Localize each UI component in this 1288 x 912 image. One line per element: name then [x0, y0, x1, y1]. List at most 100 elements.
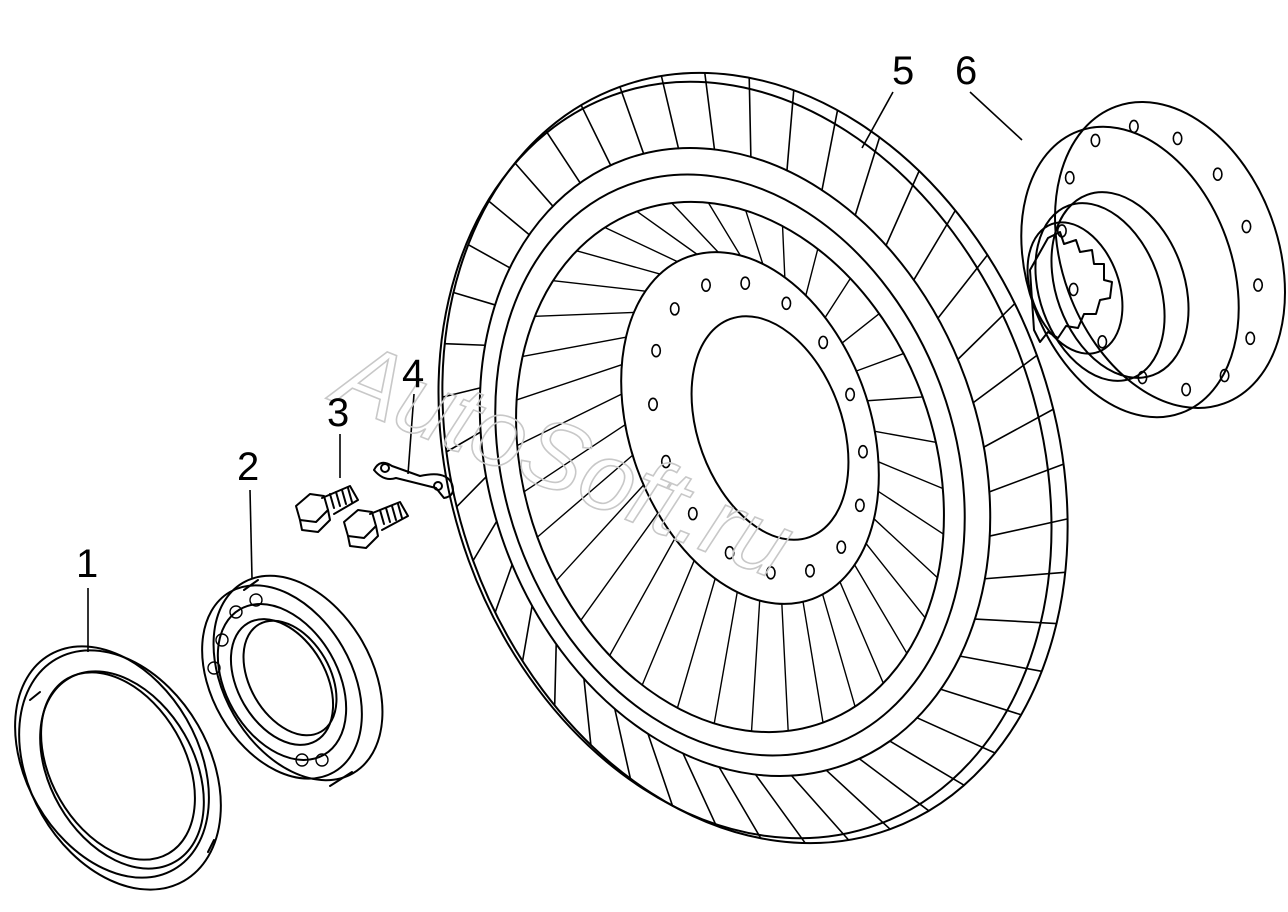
flange-bolt-hole [1241, 219, 1252, 234]
outer-blade [939, 688, 1022, 716]
leader-lines [87, 91, 1023, 652]
outer-blade [718, 766, 762, 840]
callout-4: 4 [402, 352, 424, 396]
outer-blade [885, 170, 920, 247]
outer-blade [825, 769, 891, 830]
flange-bolt-hole [1245, 331, 1256, 346]
outer-blade [959, 655, 1043, 673]
inner-blade [750, 599, 761, 732]
inner-blade [521, 336, 627, 358]
hub-bolt-hole [845, 387, 856, 402]
flange-bolt-hole [1137, 370, 1148, 385]
outer-blade [974, 618, 1058, 625]
hub-bolt-hole [781, 296, 792, 311]
inner-blade [781, 225, 786, 279]
outer-blade [583, 677, 592, 746]
inner-blade [781, 603, 789, 732]
watermark-text: AutoSoft.ru [317, 318, 807, 599]
outer-blade [441, 387, 482, 398]
inner-blade [839, 581, 885, 684]
inner-blade [515, 364, 623, 401]
inner-blade [821, 593, 856, 708]
outer-blade [444, 342, 486, 347]
inner-blade [641, 559, 695, 686]
part-4-lock-plate [373, 461, 454, 499]
inner-blade [865, 542, 926, 619]
inner-blade [802, 601, 824, 724]
flange-bolt-hole [1253, 278, 1264, 292]
inner-blade [853, 564, 908, 654]
inner-blade [516, 393, 623, 447]
inner-blade [676, 577, 716, 709]
inner-blade [608, 537, 676, 657]
hub-bolt-hole [854, 498, 865, 513]
callout-2: 2 [237, 445, 259, 489]
outer-blade [682, 752, 718, 827]
outer-blade [972, 354, 1038, 404]
hub-bolt-hole [857, 444, 868, 459]
outer-blade [619, 86, 645, 155]
inner-blade [855, 352, 905, 372]
part-5-turbine-wheel [437, 71, 1069, 845]
inner-blade [713, 591, 738, 725]
inner-blade [536, 454, 634, 538]
hub-bolt-hole [669, 302, 680, 316]
hub-bolt-hole [818, 335, 829, 350]
outer-blade [553, 643, 558, 707]
inner-blade [877, 490, 945, 535]
outer-blade [452, 291, 496, 306]
inner-blade [575, 250, 661, 275]
outer-blade [494, 563, 513, 614]
inner-blade [866, 396, 924, 402]
hub-bolt-hole [836, 540, 847, 554]
outer-blade [984, 571, 1066, 580]
flange-bolt-hole [1064, 170, 1075, 185]
flange-bolt-hole [1090, 133, 1101, 148]
inner-blade [707, 202, 742, 257]
hub-bolt-hole [660, 454, 671, 469]
hub-bolt-hole [724, 545, 735, 560]
flange-bolt-hole [1097, 334, 1108, 349]
outer-blade [660, 75, 680, 150]
outer-blade [488, 200, 531, 236]
outer-blade [467, 243, 511, 269]
outer-blade [889, 740, 965, 787]
outer-blade [445, 431, 482, 453]
callout-6: 6 [955, 49, 977, 93]
inner-blade [604, 226, 679, 263]
outer-blade [988, 518, 1069, 537]
outer-blade [472, 520, 498, 562]
callout-1: 1 [76, 542, 98, 586]
outer-blade [647, 733, 674, 807]
outer-blade [912, 209, 957, 281]
inner-blade [552, 280, 647, 292]
inner-blade [824, 277, 852, 319]
outer-blade [514, 162, 554, 208]
flange-bolt-hole [1056, 224, 1067, 238]
part-6-flange-hub [1020, 101, 1286, 419]
callout-3: 3 [327, 391, 349, 435]
hub-bolt-hole [648, 397, 659, 412]
outer-blade [748, 76, 752, 158]
flange-bolt-hole [1181, 382, 1192, 397]
hub-bolt-hole [740, 276, 751, 291]
callout-5: 5 [892, 49, 914, 93]
part-1-seal-ring [14, 645, 222, 891]
inner-blade [874, 430, 937, 444]
outer-blade [937, 254, 989, 319]
flange-bolt-hole [1128, 119, 1139, 134]
hub-bolt-hole [804, 564, 815, 578]
callout-labels: 1 2 3 4 5 6 [76, 49, 977, 586]
outer-blade [916, 716, 996, 754]
outer-blade [790, 774, 850, 841]
inner-blade [523, 423, 626, 493]
inner-blade [805, 248, 819, 297]
hub-bolt-hole [651, 343, 662, 358]
hub-bolt-hole [687, 506, 698, 521]
outer-blade [545, 129, 581, 184]
outer-blade [754, 773, 807, 844]
outer-blade [821, 109, 839, 191]
outer-blade [988, 463, 1065, 493]
hub-bolt-hole [765, 565, 776, 580]
